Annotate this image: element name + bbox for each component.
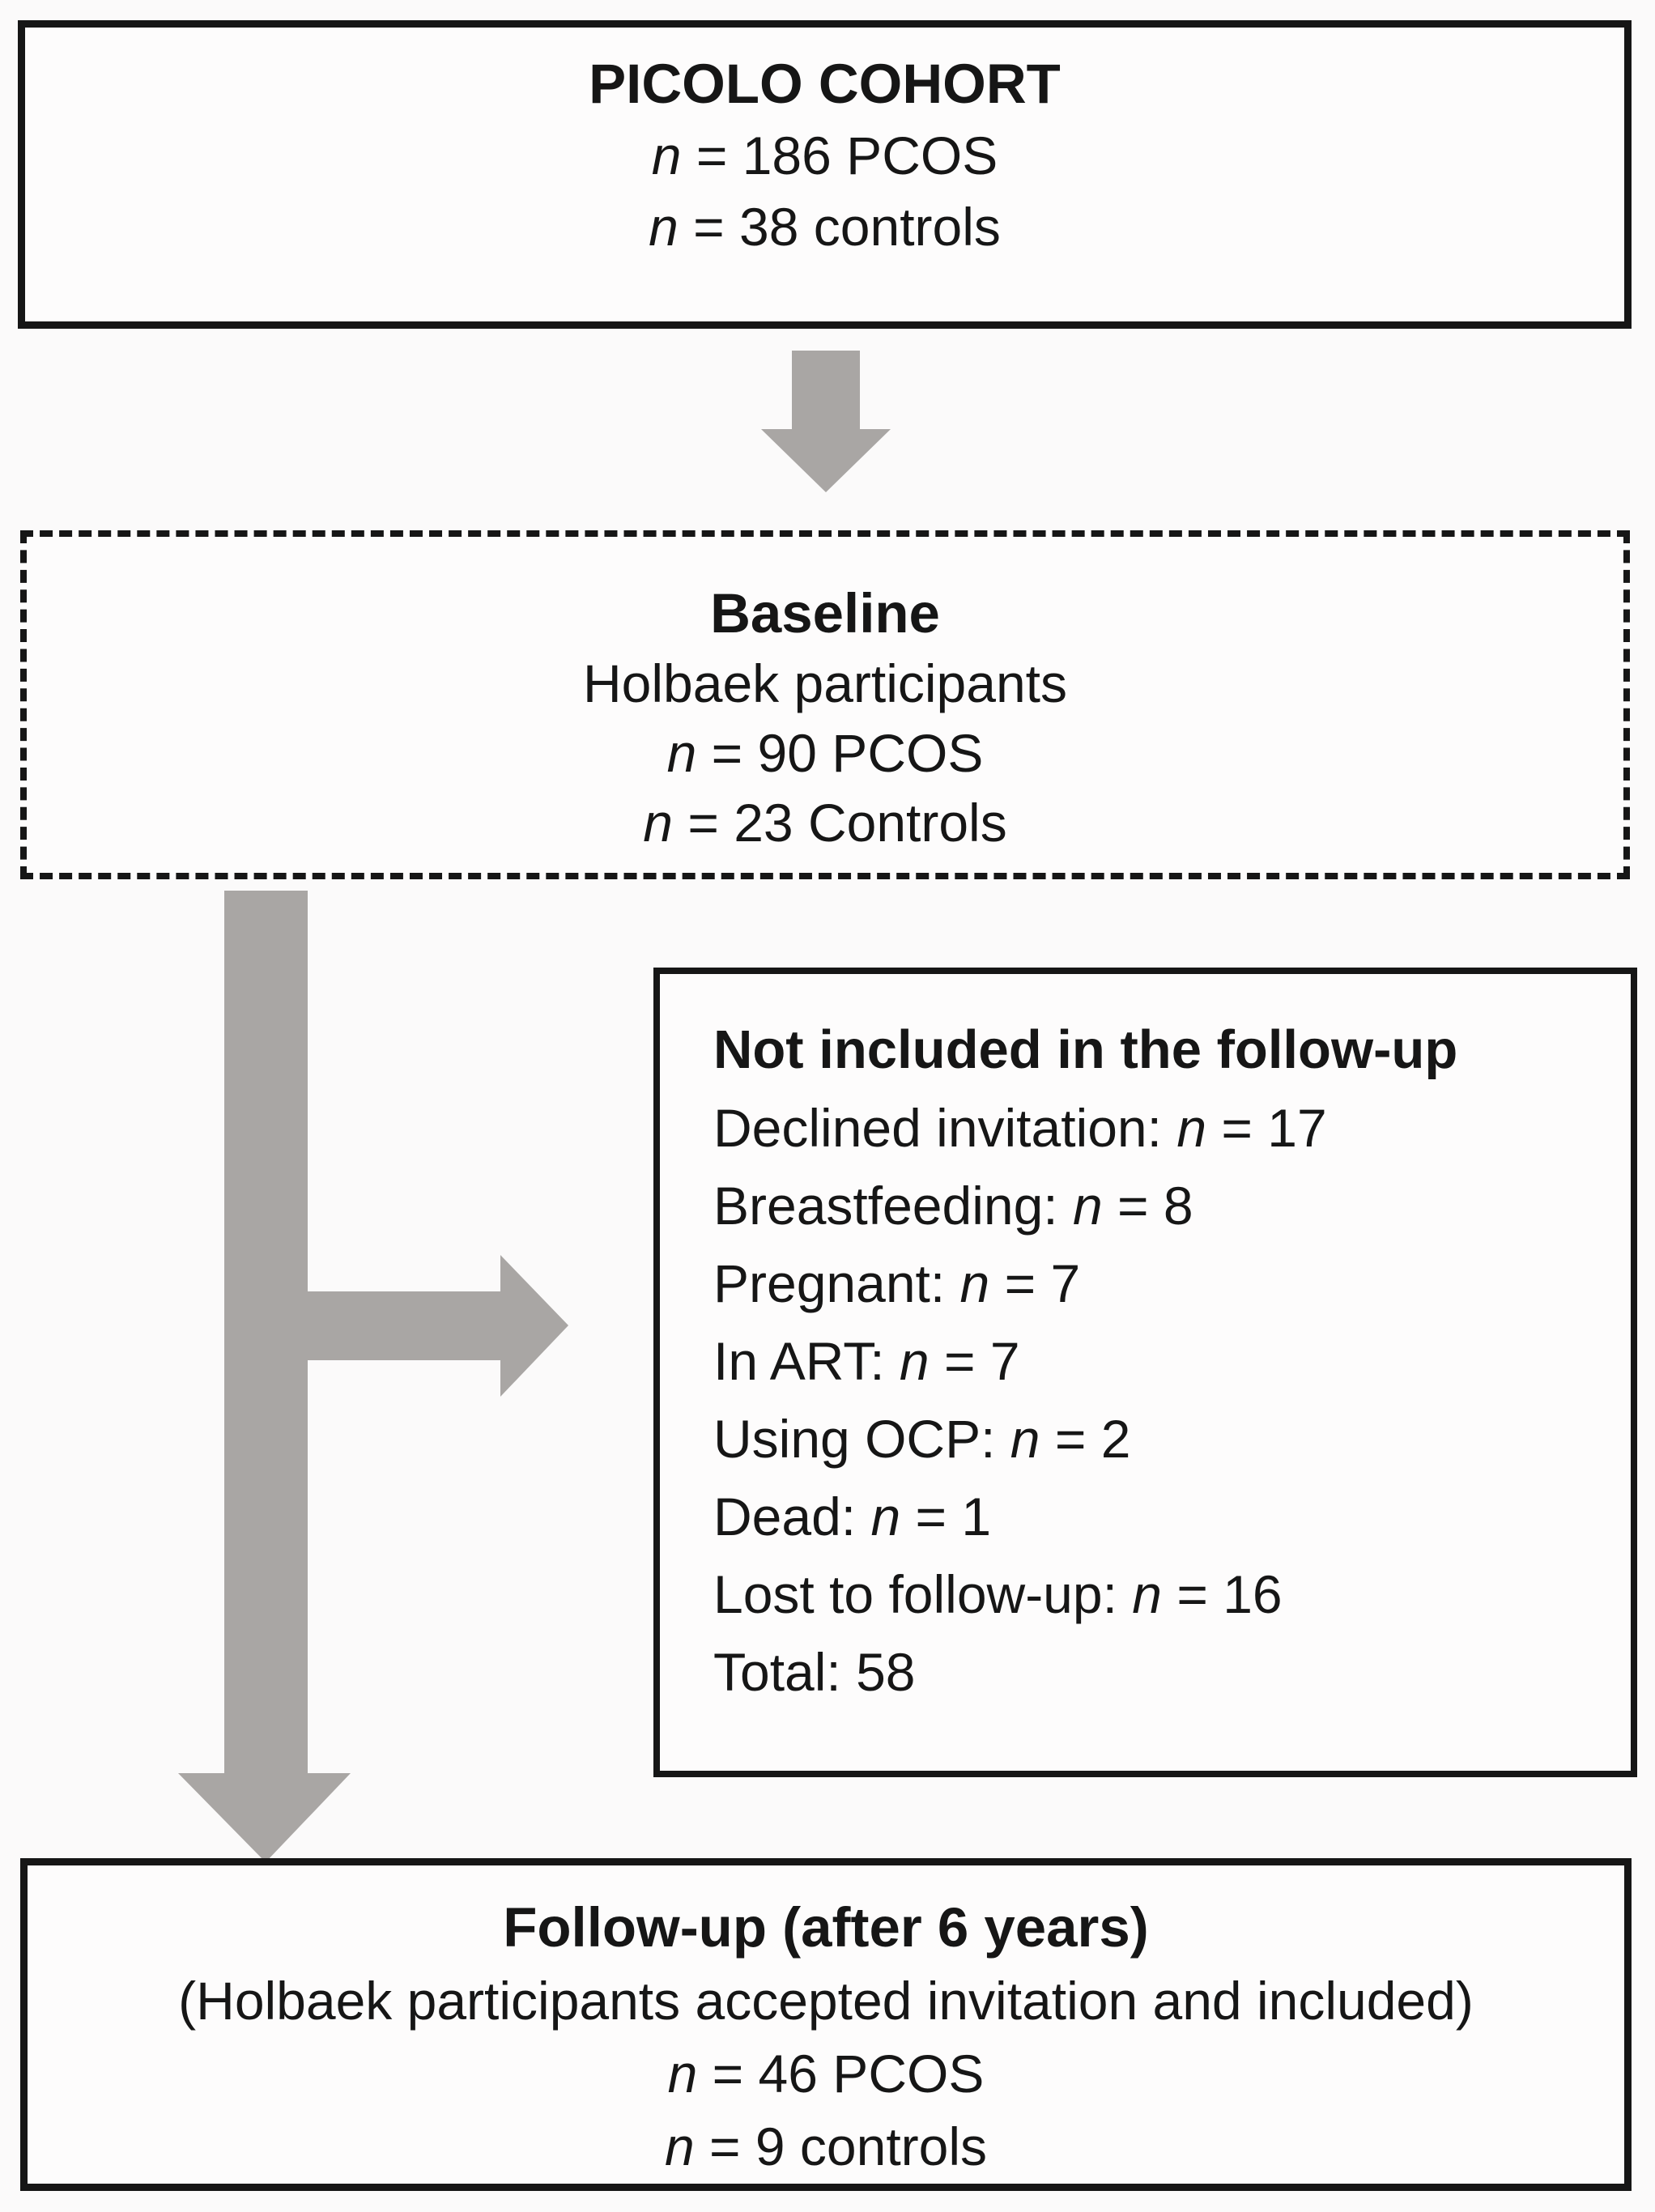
excluded-dead: Dead: n = 1 (713, 1487, 992, 1546)
down-and-right-branch-arrow-icon (178, 891, 568, 1862)
followup-box-title: Follow-up (after 6 years) (503, 1896, 1149, 1959)
baseline-box: Baseline Holbaek participants n = 90 PCO… (20, 530, 1630, 879)
cohort-box: PICOLO COHORT n = 186 PCOS n = 38 contro… (18, 20, 1632, 329)
baseline-controls-count: n = 23 Controls (643, 793, 1007, 853)
excluded-declined: Declined invitation: n = 17 (713, 1098, 1327, 1158)
baseline-pcos-count: n = 90 PCOS (666, 723, 984, 783)
not-included-box-title: Not included in the follow-up (713, 1019, 1458, 1080)
cohort-controls-count: n = 38 controls (649, 197, 1001, 257)
followup-subtitle: (Holbaek participants accepted invitatio… (178, 1971, 1474, 2031)
cohort-box-title: PICOLO COHORT (589, 53, 1061, 115)
baseline-subtitle: Holbaek participants (583, 653, 1067, 713)
not-included-box: Not included in the follow-up Declined i… (653, 968, 1637, 1777)
followup-controls-count: n = 9 controls (664, 2116, 988, 2176)
down-arrow-shape (761, 351, 891, 492)
excluded-using-ocp: Using OCP: n = 2 (713, 1409, 1131, 1469)
followup-pcos-count: n = 46 PCOS (667, 2044, 985, 2104)
followup-box: Follow-up (after 6 years) (Holbaek parti… (20, 1858, 1632, 2191)
baseline-box-title: Baseline (710, 582, 940, 644)
excluded-breastfeeding: Breastfeeding: n = 8 (713, 1176, 1193, 1236)
branch-arrow-shape (178, 891, 568, 1862)
cohort-pcos-count: n = 186 PCOS (651, 125, 998, 185)
excluded-in-art: In ART: n = 7 (713, 1331, 1020, 1391)
excluded-lost-to-followup: Lost to follow-up: n = 16 (713, 1564, 1283, 1624)
excluded-pregnant: Pregnant: n = 7 (713, 1253, 1081, 1313)
down-arrow-icon (761, 351, 891, 492)
excluded-total: Total: 58 (713, 1642, 916, 1702)
